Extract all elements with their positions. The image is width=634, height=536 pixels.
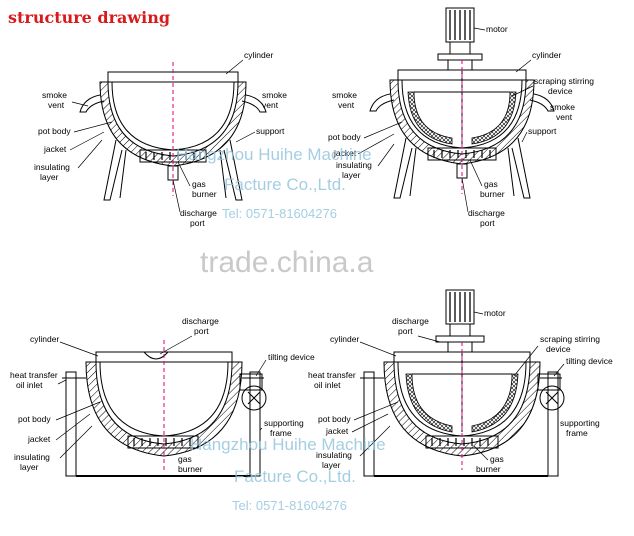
watermark-tel: Tel: 0571-81604276 xyxy=(232,498,347,513)
site-watermark: trade.china.a xyxy=(200,246,374,279)
discharge-notch xyxy=(143,351,169,360)
label-discharge-2: port xyxy=(480,218,495,228)
watermark-company: Hangzhou Huihe Machine xyxy=(176,145,372,164)
drawing-title: structure drawing xyxy=(8,8,170,27)
label-cylinder: cylinder xyxy=(532,50,561,60)
scraping-stirring-device xyxy=(405,373,519,433)
label-gas-burner: gas xyxy=(484,179,498,189)
insulating-layer xyxy=(389,79,535,165)
label-supporting-frame: supporting xyxy=(560,418,600,428)
label-support: support xyxy=(528,126,557,136)
insulating-layer xyxy=(85,361,243,457)
supporting-frame-right xyxy=(249,371,261,477)
label-gas-burner-2: burner xyxy=(192,189,217,199)
labels-kettle-tilting: discharge port cylinder tilting device h… xyxy=(10,316,315,474)
label-insulating-2: layer xyxy=(40,172,59,182)
kettle-tilting xyxy=(62,340,267,477)
watermark-tel: Tel: 0571-81604276 xyxy=(222,206,337,221)
label-gas-burner: gas xyxy=(490,454,504,464)
label-smoke-vent: smoke xyxy=(42,90,67,100)
labels-kettle-tilting-stirrer: motor discharge port cylinder scraping s… xyxy=(308,308,613,474)
label-gas-burner-2: burner xyxy=(480,189,505,199)
label-insulating: insulating xyxy=(34,162,70,172)
label-supporting-frame: supporting xyxy=(264,418,304,428)
label-supporting-frame-2: frame xyxy=(270,428,292,438)
label-discharge: discharge xyxy=(180,208,217,218)
watermark-company: Hangzhou Huihe Machine xyxy=(190,435,386,454)
label-heat-transfer: heat transfer xyxy=(308,370,356,380)
label-pot-body: pot body xyxy=(328,132,361,142)
support-legs xyxy=(103,139,243,201)
label-jacket: jacket xyxy=(333,148,357,158)
label-pot-body: pot body xyxy=(318,414,351,424)
label-pot-body: pot body xyxy=(18,414,51,424)
label-insulating: insulating xyxy=(14,452,50,462)
label-scraping-2: device xyxy=(546,344,571,354)
label-jacket: jacket xyxy=(325,426,349,436)
gas-burner xyxy=(127,435,199,449)
label-insulating: insulating xyxy=(336,160,372,170)
label-motor: motor xyxy=(486,24,508,34)
label-discharge: discharge xyxy=(182,316,219,326)
label-tilting-device: tilting device xyxy=(566,356,613,366)
label-gas-burner-2: burner xyxy=(178,464,203,474)
tilting-wheel xyxy=(241,385,267,411)
label-heat-transfer-2: oil inlet xyxy=(16,380,43,390)
kettle-fixed xyxy=(79,62,267,201)
label-support: support xyxy=(256,126,285,136)
label-insulating-2: layer xyxy=(322,460,341,470)
company-watermark-top: Hangzhou Huihe Machine Facture Co.,Ltd. … xyxy=(176,145,372,221)
supporting-frame-left xyxy=(363,371,375,477)
label-gas-burner-2: burner xyxy=(476,464,501,474)
label-jacket: jacket xyxy=(27,434,51,444)
label-discharge-2: port xyxy=(194,326,209,336)
label-jacket: jacket xyxy=(43,144,67,154)
label-discharge-2: port xyxy=(190,218,205,228)
label-insulating: insulating xyxy=(316,450,352,460)
label-insulating-2: layer xyxy=(20,462,39,472)
smoke-vent-right xyxy=(241,94,267,113)
labels-kettle-fixed: cylinder smoke vent smoke vent pot body … xyxy=(34,50,287,228)
label-gas-burner: gas xyxy=(178,454,192,464)
label-smoke-vent-2: vent xyxy=(48,100,65,110)
label-scraping: scraping stirring xyxy=(540,334,600,344)
label-pot-body: pot body xyxy=(38,126,71,136)
label-cylinder: cylinder xyxy=(330,334,359,344)
watermark-company-2: Facture Co.,Ltd. xyxy=(224,175,346,194)
label-discharge: discharge xyxy=(392,316,429,326)
smoke-vent-left xyxy=(79,94,105,113)
label-heat-transfer: heat transfer xyxy=(10,370,58,380)
label-scraping: scraping stirring xyxy=(534,76,594,86)
label-smoke-vent-right-2: vent xyxy=(262,100,279,110)
scraping-stirring-device xyxy=(407,91,517,145)
label-heat-transfer-2: oil inlet xyxy=(314,380,341,390)
label-smoke-vent-2: vent xyxy=(338,100,355,110)
label-gas-burner: gas xyxy=(192,179,206,189)
label-motor: motor xyxy=(484,308,506,318)
insulating-layer xyxy=(383,361,541,457)
label-scraping-2: device xyxy=(548,86,573,96)
label-cylinder: cylinder xyxy=(30,334,59,344)
kettle-fixed-stirrer xyxy=(369,7,555,199)
support-legs xyxy=(393,137,531,199)
label-discharge-2: port xyxy=(398,326,413,336)
label-cylinder: cylinder xyxy=(244,50,273,60)
insulating-layer xyxy=(99,81,247,167)
supporting-frame-left xyxy=(65,371,77,477)
label-smoke-vent-right: smoke xyxy=(550,102,575,112)
watermark-company-2: Facture Co.,Ltd. xyxy=(234,467,356,486)
kettle-tilting-stirrer xyxy=(360,289,565,477)
label-smoke-vent-right: smoke xyxy=(262,90,287,100)
supporting-frame-right xyxy=(547,371,559,477)
label-discharge: discharge xyxy=(468,208,505,218)
company-watermark-bottom: Hangzhou Huihe Machine Facture Co.,Ltd. … xyxy=(190,435,386,513)
label-smoke-vent: smoke xyxy=(332,90,357,100)
label-tilting-device: tilting device xyxy=(268,352,315,362)
tilting-wheel xyxy=(539,385,565,411)
labels-kettle-fixed-stirrer: motor cylinder scraping stirring device … xyxy=(328,24,594,228)
label-insulating-2: layer xyxy=(342,170,361,180)
label-supporting-frame-2: frame xyxy=(566,428,588,438)
label-smoke-vent-right-2: vent xyxy=(556,112,573,122)
